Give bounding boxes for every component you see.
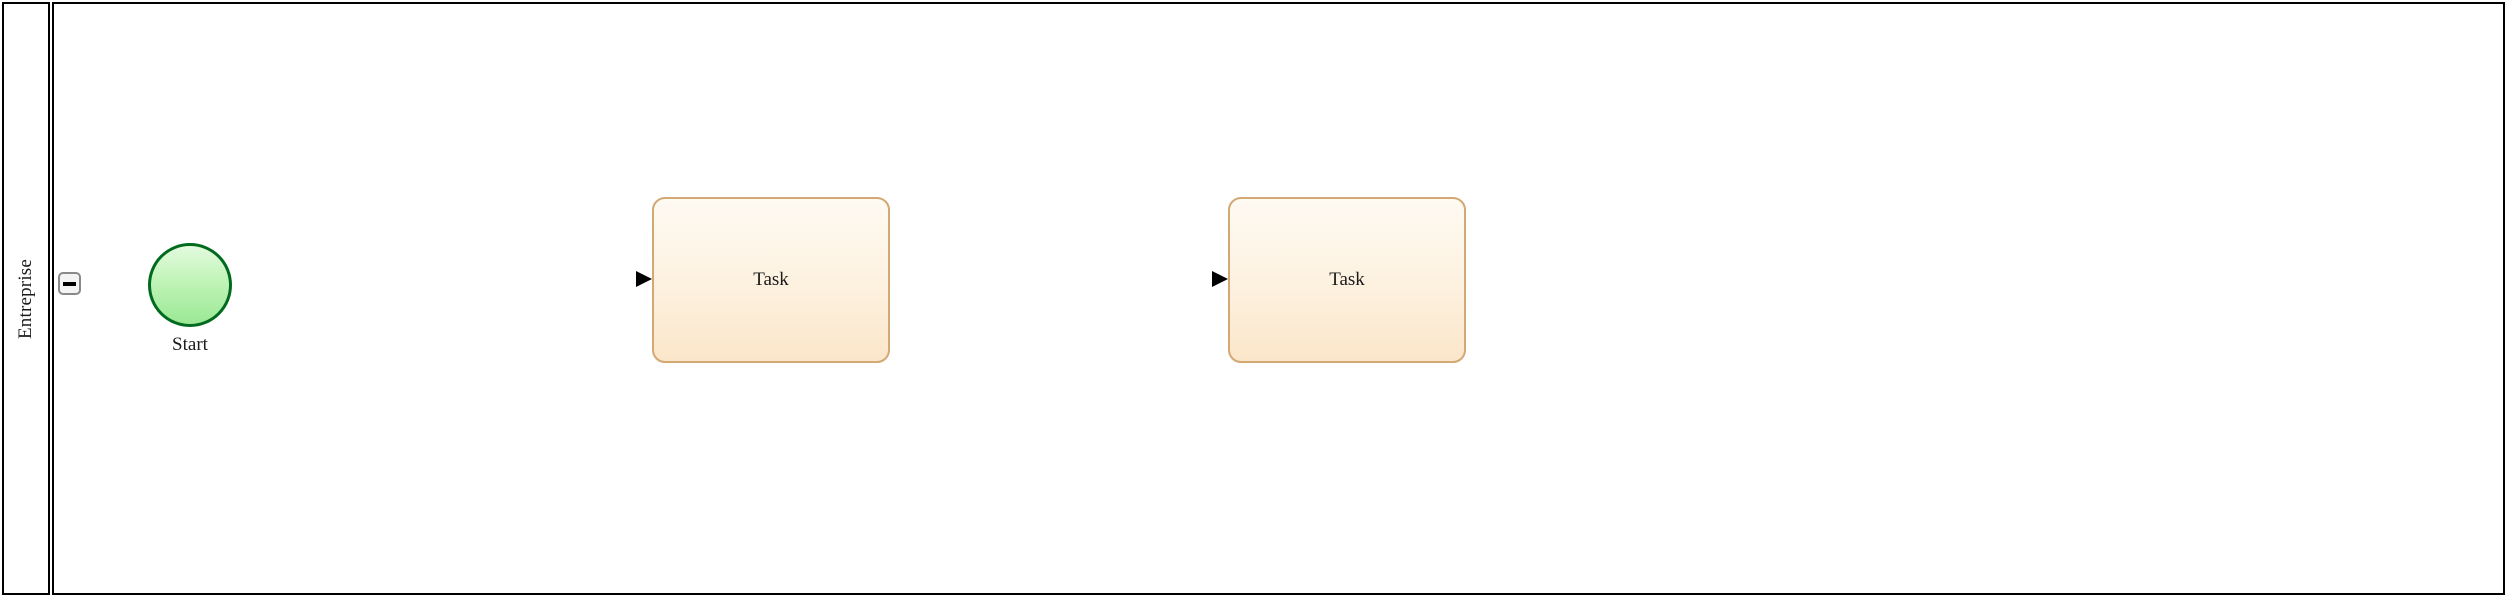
task-node-2[interactable]: Task bbox=[1228, 197, 1466, 363]
task-label: Task bbox=[753, 269, 789, 290]
task-node-1[interactable]: Task bbox=[652, 197, 890, 363]
arrowhead-icon bbox=[1212, 271, 1228, 287]
start-event-circle bbox=[148, 243, 232, 327]
pool-header-band[interactable]: Entreprise bbox=[2, 2, 50, 595]
minus-icon bbox=[63, 282, 76, 286]
pool-label: Entreprise bbox=[15, 258, 36, 339]
task-label: Task bbox=[1329, 269, 1365, 290]
collapse-pool-button[interactable] bbox=[58, 272, 81, 295]
arrowhead-icon bbox=[636, 271, 652, 287]
start-event-node[interactable] bbox=[148, 243, 232, 327]
start-event-label: Start bbox=[172, 334, 208, 355]
